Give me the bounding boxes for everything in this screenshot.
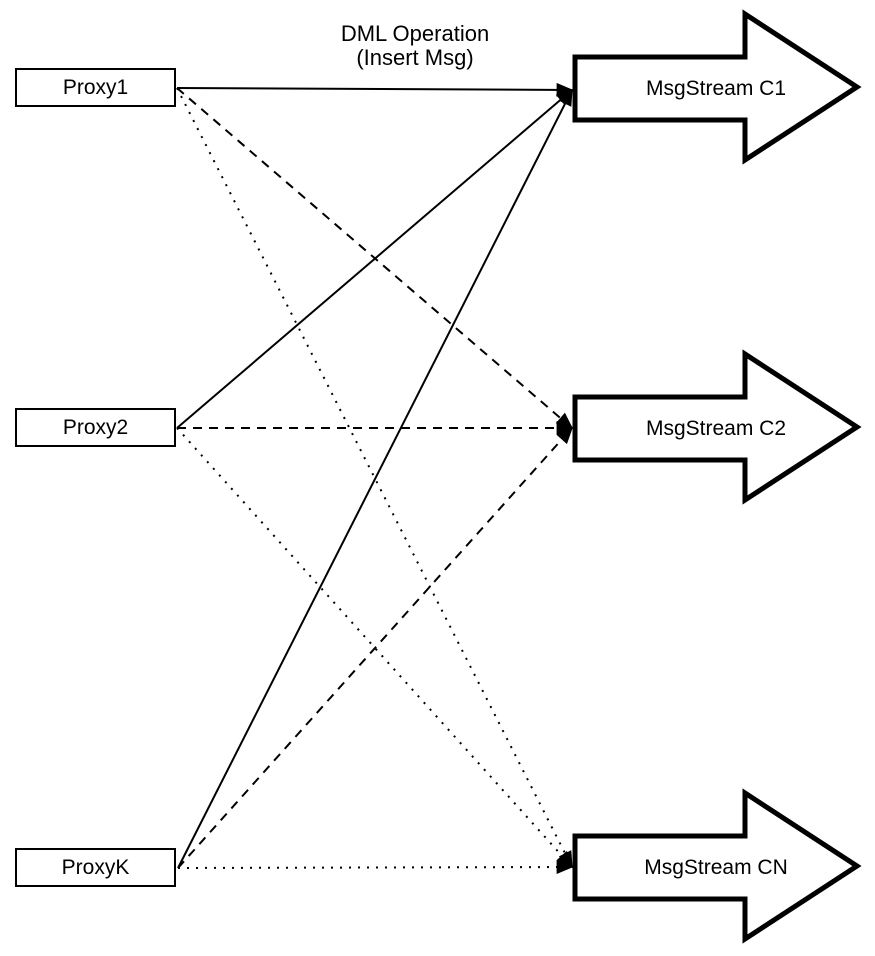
stream-arrow-shapes xyxy=(572,9,862,944)
dml-operation-label: DML Operation (Insert Msg) xyxy=(307,22,523,70)
edge-proxyk-to-msgstream-c1 xyxy=(177,88,573,869)
edge-proxyk-to-msgstream-c2 xyxy=(177,426,573,869)
proxy-node-proxyk: ProxyK xyxy=(15,848,176,887)
proxy-node-proxy2: Proxy2 xyxy=(15,408,176,447)
edge-proxy1-to-msgstream-cn xyxy=(176,87,573,869)
edge-proxyk-to-msgstream-cn xyxy=(177,860,574,875)
msgstream-c2-arrow-shape xyxy=(572,349,862,505)
msgstream-c1-arrow-shape xyxy=(572,9,862,165)
proxy-node-proxy1: Proxy1 xyxy=(15,68,176,107)
dml-operation-line1: DML Operation xyxy=(340,21,490,46)
edge-lines xyxy=(176,82,574,875)
msgstream-cn-arrow-shape xyxy=(572,788,862,944)
edge-proxy1-to-msgstream-c1 xyxy=(176,82,574,97)
dml-operation-line2: (Insert Msg) xyxy=(356,45,474,70)
edge-proxy2-to-msgstream-c1 xyxy=(176,89,574,429)
